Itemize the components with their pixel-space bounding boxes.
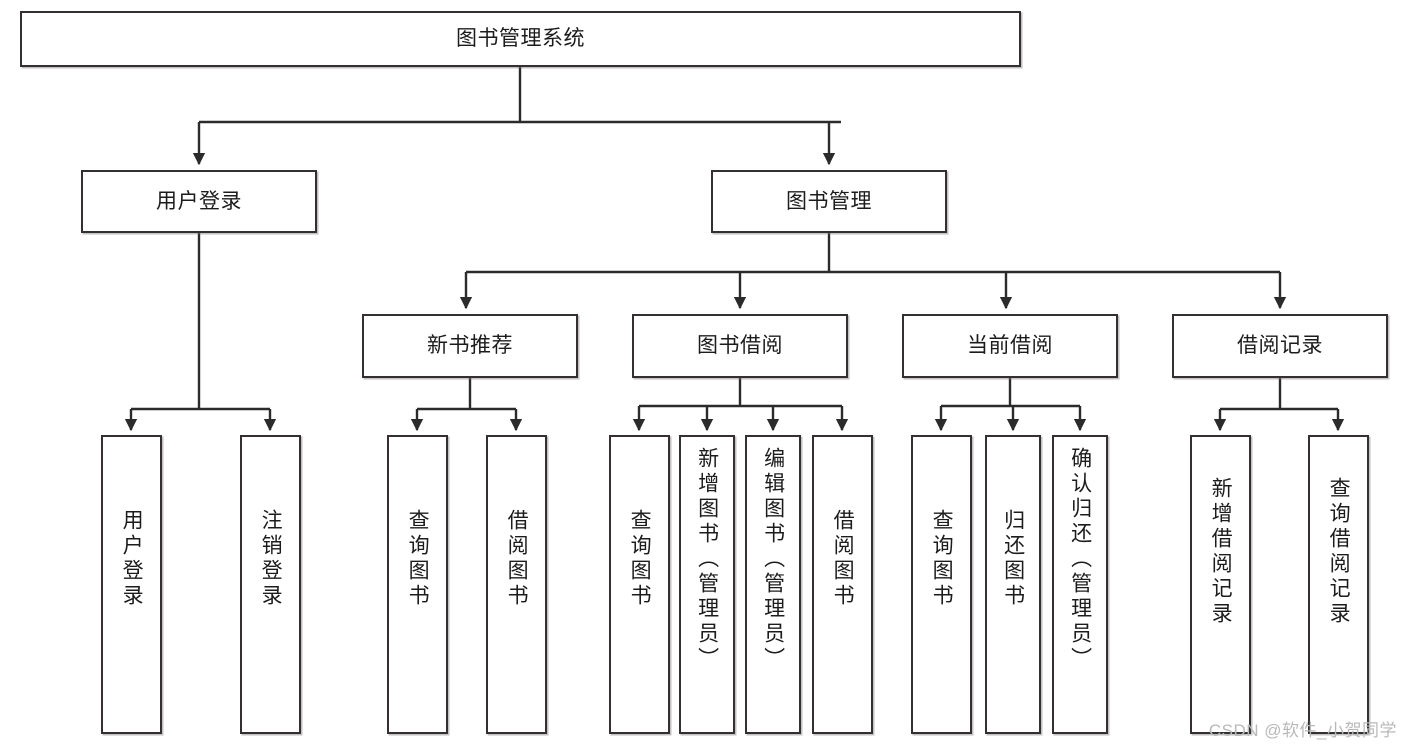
- node-current-borrow-label: 当前借阅: [967, 334, 1053, 358]
- node-leaf-query-record-label: 查询借阅记录: [1327, 477, 1351, 627]
- node-root[interactable]: 图书管理系统: [20, 11, 1021, 67]
- node-new-book-rec-label: 新书推荐: [427, 334, 513, 358]
- node-leaf-borrow-book-2[interactable]: 借阅图书: [812, 435, 873, 734]
- node-leaf-query-book-3-label: 查询图书: [930, 509, 954, 609]
- node-leaf-confirm-return-label: 确认归还（管理员）: [1068, 447, 1092, 672]
- connector-group-user-login: [124, 233, 277, 432]
- node-book-manage[interactable]: 图书管理: [711, 170, 947, 233]
- node-current-borrow[interactable]: 当前借阅: [902, 314, 1118, 378]
- node-leaf-borrow-book-1-label: 借阅图书: [505, 509, 529, 609]
- node-leaf-add-book-label: 新增图书（管理员）: [695, 447, 719, 672]
- node-leaf-borrow-book-2-label: 借阅图书: [831, 509, 855, 609]
- connector-group-borrow-record: [1213, 378, 1345, 432]
- node-leaf-add-record[interactable]: 新增借阅记录: [1190, 435, 1251, 734]
- node-leaf-borrow-book-1[interactable]: 借阅图书: [486, 435, 547, 734]
- node-leaf-edit-book[interactable]: 编辑图书（管理员）: [745, 435, 801, 734]
- connector-group-root: [192, 67, 841, 166]
- node-leaf-logout-label: 注销登录: [259, 509, 283, 609]
- node-leaf-add-book[interactable]: 新增图书（管理员）: [679, 435, 735, 734]
- connector-group-new-book-rec: [410, 378, 523, 432]
- node-leaf-user-login-label: 用户登录: [120, 509, 144, 609]
- node-user-login-label: 用户登录: [156, 189, 242, 213]
- node-book-borrow-label: 图书借阅: [697, 334, 783, 358]
- node-leaf-return-book-label: 归还图书: [1001, 509, 1025, 609]
- node-leaf-logout[interactable]: 注销登录: [240, 435, 301, 734]
- node-leaf-query-book-1[interactable]: 查询图书: [387, 435, 448, 734]
- connector-group-current-borrow: [934, 378, 1087, 432]
- node-leaf-edit-book-label: 编辑图书（管理员）: [761, 447, 785, 672]
- node-borrow-record-label: 借阅记录: [1237, 334, 1323, 358]
- node-book-borrow[interactable]: 图书借阅: [632, 314, 848, 378]
- node-leaf-query-book-3[interactable]: 查询图书: [911, 435, 972, 734]
- node-leaf-user-login[interactable]: 用户登录: [101, 435, 162, 734]
- node-new-book-rec[interactable]: 新书推荐: [362, 314, 578, 378]
- node-leaf-add-record-label: 新增借阅记录: [1209, 477, 1233, 627]
- node-leaf-query-book-2[interactable]: 查询图书: [609, 435, 670, 734]
- connector-group-book-borrow: [632, 378, 849, 432]
- connector-group-book-manage: [459, 233, 1287, 310]
- node-leaf-confirm-return[interactable]: 确认归还（管理员）: [1052, 435, 1108, 734]
- node-root-label: 图书管理系统: [456, 27, 585, 51]
- node-leaf-query-record[interactable]: 查询借阅记录: [1308, 435, 1369, 734]
- node-leaf-return-book[interactable]: 归还图书: [985, 435, 1041, 734]
- node-user-login[interactable]: 用户登录: [81, 170, 317, 233]
- node-leaf-query-book-1-label: 查询图书: [406, 509, 430, 609]
- node-book-manage-label: 图书管理: [786, 189, 872, 213]
- node-borrow-record[interactable]: 借阅记录: [1172, 314, 1388, 378]
- node-leaf-query-book-2-label: 查询图书: [628, 509, 652, 609]
